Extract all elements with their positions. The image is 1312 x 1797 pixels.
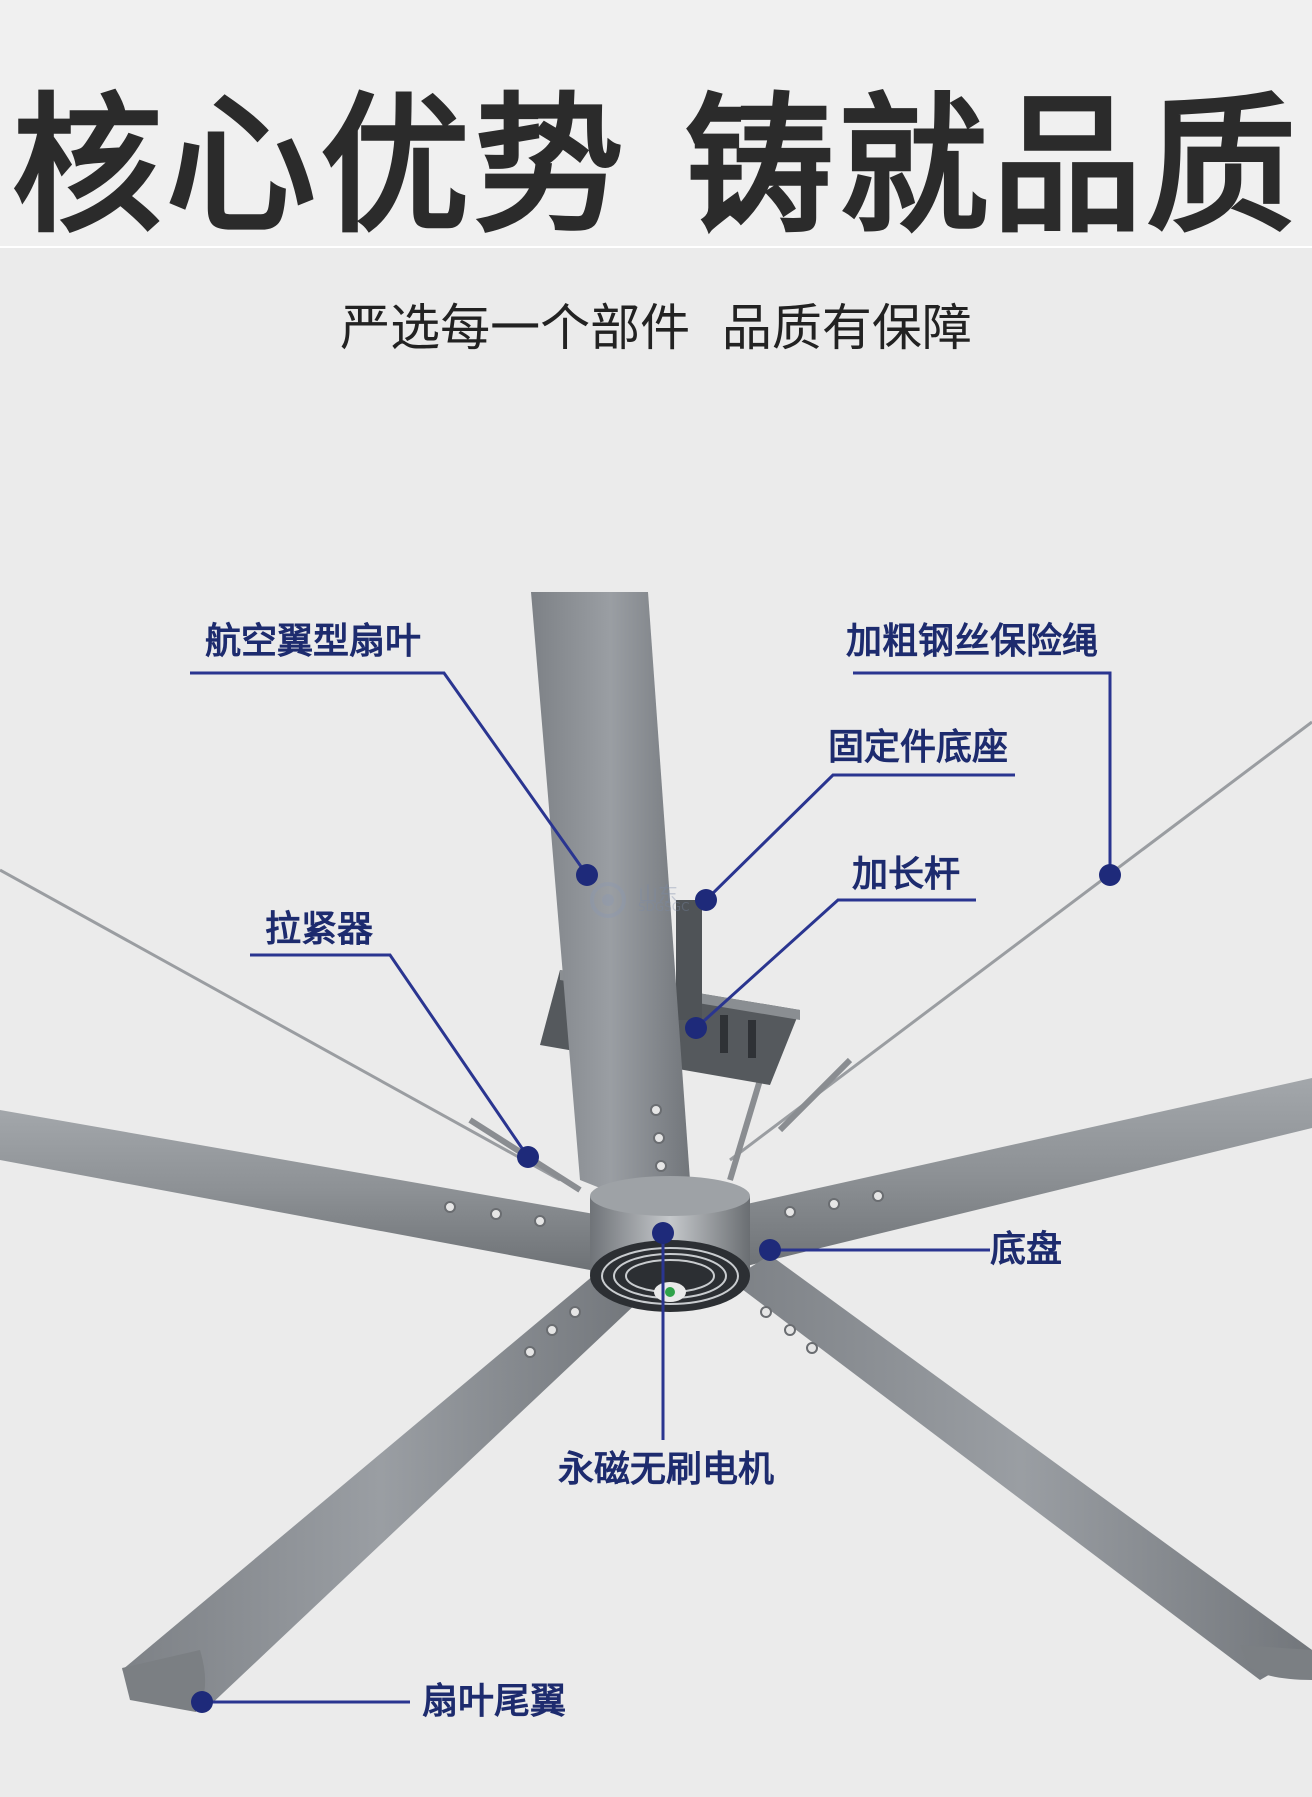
watermark-line1: 山东 (638, 882, 678, 906)
dot-tensioner (517, 1146, 539, 1168)
leader-lines (190, 671, 1112, 1704)
blade-left-bolts (444, 1201, 546, 1227)
header-band: 核心优势 铸就品质 (0, 0, 1312, 252)
blade-lower-left (122, 1270, 640, 1710)
watermark: 山东 SDGSGC (588, 878, 728, 922)
blade-lower-right-tail (1240, 1645, 1312, 1680)
label-blade-tail-wing: 扇叶尾翼 (422, 1681, 567, 1722)
label-tensioner: 拉紧器 (265, 909, 374, 950)
dot-chassis (759, 1239, 781, 1261)
label-extension-rod: 加长杆 (852, 854, 961, 895)
dot-safety-cable (1099, 864, 1121, 886)
header-divider (0, 246, 1312, 248)
label-safety-cable: 加粗钢丝保险绳 (846, 621, 1099, 662)
leader-airfoil-blade (190, 671, 589, 876)
subtitle: 严选每一个部件 品质有保障 (340, 299, 972, 357)
blade-top (531, 592, 690, 1200)
blade-top-bolts (650, 1104, 667, 1172)
dot-tail-wing (191, 1691, 213, 1713)
leader-tensioner (250, 953, 530, 1158)
blade-lower-right (730, 1255, 1312, 1680)
blade-lower-left-tail (122, 1650, 206, 1712)
label-chassis: 底盘 (990, 1229, 1063, 1270)
dot-extension-rod (685, 1017, 707, 1039)
dot-airfoil-blade (576, 864, 598, 886)
callout-dots (191, 864, 1121, 1713)
label-pm-brushless-motor: 永磁无刷电机 (558, 1449, 775, 1490)
logo-icon (590, 882, 626, 918)
blade-right (720, 1078, 1312, 1270)
leader-extension-rod (694, 898, 976, 1030)
label-airfoil-blade: 航空翼型扇叶 (205, 621, 422, 662)
leader-mount-base (704, 773, 1015, 902)
leader-safety-cable (853, 671, 1112, 875)
dot-motor (652, 1222, 674, 1244)
headline: 核心优势 铸就品质 (11, 80, 1301, 254)
watermark-line2: SDGSGC (638, 900, 690, 914)
motor-hub (590, 1176, 750, 1312)
dot-mount-base (695, 889, 717, 911)
blade-lower-right-bolts (760, 1306, 818, 1354)
cable-left (0, 868, 561, 1182)
blade-lower-left-bolts (524, 1306, 581, 1358)
blade-right-bolts (784, 1190, 884, 1218)
label-mount-base: 固定件底座 (828, 727, 1009, 768)
blade-left (0, 1110, 600, 1270)
